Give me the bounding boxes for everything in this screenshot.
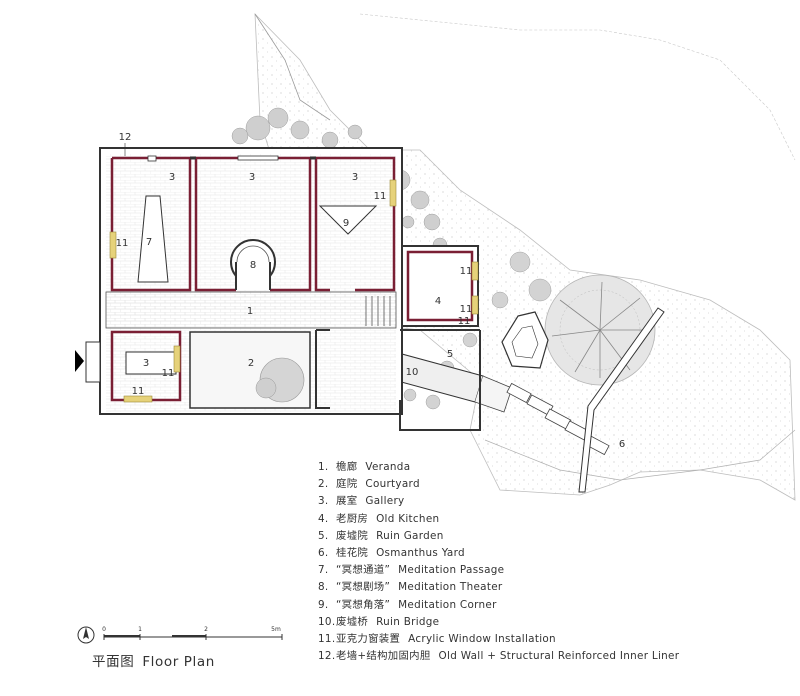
legend-item: 8. “冥想剧场” Meditation Theater (318, 579, 788, 596)
legend-item: 7. “冥想通道” Meditation Passage (318, 562, 788, 579)
osmanthus-fence (578, 307, 665, 493)
legend-en: Veranda (365, 461, 411, 473)
label-acrylic-c: 11 (460, 266, 473, 277)
label-veranda: 1 (247, 306, 253, 317)
label-acrylic-e: 11 (162, 368, 175, 379)
legend-number: 3. (318, 495, 329, 508)
legend-number: 1. (318, 461, 329, 473)
label-acrylic-d: 11 (460, 304, 473, 315)
osmanthus-tree (544, 274, 656, 386)
legend-item: 11.亚克力窗装置 Acrylic Window Installation (318, 631, 788, 648)
legend-en: Osmanthus Yard (376, 546, 465, 559)
caption-zh: 平面图 (92, 654, 135, 670)
scale-tick-1: 1 (138, 626, 142, 633)
scale-bar: 0 1 2 5m (102, 626, 283, 640)
label-old-wall: 12 (119, 132, 132, 143)
legend-en: Courtyard (365, 478, 420, 491)
legend-en: Gallery (365, 495, 405, 508)
legend-item: 5. 废墟院 Ruin Garden (318, 528, 788, 545)
label-old-kitchen: 4 (435, 296, 441, 307)
legend-en: Old Kitchen (376, 512, 440, 525)
legend-item: 2. 庭院 Courtyard (318, 476, 788, 493)
scale-tick-2: 2 (204, 626, 208, 633)
legend-zh: “冥想通道” (336, 564, 391, 577)
label-acrylic-a: 11 (116, 238, 129, 249)
label-meditation-theater: 8 (250, 260, 256, 271)
legend-number: 6. (318, 546, 329, 559)
house (85, 147, 481, 431)
legend-number: 10. (318, 615, 336, 628)
legend-zh: 亚克力窗装置 (336, 632, 401, 645)
label-courtyard: 2 (248, 358, 254, 369)
legend-zh: 桂花院 (336, 546, 369, 559)
north-arrow (77, 626, 95, 644)
legend-item: 4. 老厨房 Old Kitchen (318, 511, 788, 528)
legend-en: Ruin Garden (376, 529, 444, 542)
scale-tick-3: 5m (271, 626, 281, 633)
legend-item: 1. 檐廊 Veranda (318, 459, 788, 476)
legend-number: 4. (318, 512, 329, 525)
legend-item: 3. 展室 Gallery (318, 493, 788, 510)
caption: 平面图 Floor Plan (92, 650, 215, 670)
legend-number: 7. (318, 564, 329, 577)
legend-zh: 老墙+结构加固内胆 (336, 650, 431, 663)
legend-en: Meditation Passage (398, 564, 505, 577)
legend-zh: 废墟院 (336, 529, 369, 542)
legend-item: 10.废墟桥 Ruin Bridge (318, 614, 788, 631)
legend-en: Acrylic Window Installation (408, 632, 556, 645)
legend-zh: 展室 (336, 495, 358, 508)
label-osmanthus-yard: 6 (619, 439, 625, 450)
label-gallery-c: 3 (352, 172, 358, 183)
legend-zh: 檐廊 (336, 461, 358, 473)
entrance-arrow (75, 350, 84, 372)
label-ruin-bridge: 10 (406, 367, 419, 378)
legend-en: Ruin Bridge (376, 615, 440, 628)
legend-item: 12.老墙+结构加固内胆 Old Wall + Structural Reinfo… (318, 648, 788, 665)
legend-zh: 废墟桥 (336, 615, 369, 628)
legend-item: 6. 桂花院 Osmanthus Yard (318, 545, 788, 562)
label-acrylic-g: 11 (458, 316, 471, 327)
label-gallery-b: 3 (249, 172, 255, 183)
legend-en: Old Wall + Structural Reinforced Inner L… (438, 650, 680, 663)
caption-en: Floor Plan (142, 654, 215, 670)
legend-number: 2. (318, 478, 329, 491)
label-meditation-corner: 9 (343, 218, 349, 229)
label-acrylic-b: 11 (374, 191, 387, 202)
legend-zh: “冥想剧场” (336, 581, 391, 594)
legend-item: 9. “冥想角落” Meditation Corner (318, 597, 788, 614)
label-gallery-a: 3 (169, 172, 175, 183)
acrylic-windows (109, 179, 479, 403)
legend-number: 12. (318, 650, 336, 663)
label-ruin-garden: 5 (447, 349, 453, 360)
scale-tick-0: 0 (102, 626, 106, 633)
legend-number: 9. (318, 598, 329, 611)
legend-zh: “冥想角落” (336, 598, 391, 611)
label-meditation-passage: 7 (146, 237, 152, 248)
pond (501, 311, 549, 369)
label-gallery-d: 3 (143, 358, 149, 369)
legend: 1. 檐廊 Veranda 2. 庭院 Courtyard 3. 展室 Gallery 4. 老厨房… (318, 459, 788, 665)
legend-number: 8. (318, 581, 329, 594)
room-labels: 1 2 3 3 3 3 4 5 6 7 8 9 10 11 11 11 11 1… (116, 132, 626, 450)
legend-en: Meditation Theater (398, 581, 503, 594)
legend-number: 5. (318, 529, 329, 542)
legend-zh: 庭院 (336, 478, 358, 491)
legend-number: 11. (318, 632, 336, 645)
label-acrylic-f: 11 (132, 386, 145, 397)
legend-zh: 老厨房 (336, 512, 369, 525)
legend-en: Meditation Corner (398, 598, 497, 611)
